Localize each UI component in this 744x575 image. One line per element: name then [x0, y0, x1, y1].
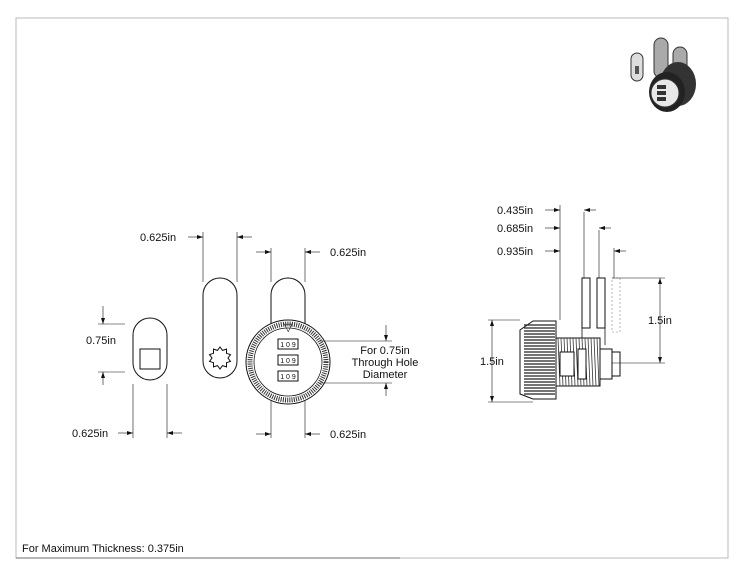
dial-top-width-label: 0.625in [330, 247, 366, 259]
through-hole-note-line2: Through Hole [352, 357, 419, 369]
through-hole-note-line1: For 0.75in [360, 345, 410, 357]
side-offset-3-label: 0.935in [497, 246, 533, 258]
star-cam-width-label: 0.625in [140, 232, 176, 244]
side-offset-dimensions: 0.435in 0.685in 0.935in [497, 205, 626, 320]
sheet-border [15, 17, 729, 559]
through-hole-note-line3: Diameter [363, 369, 408, 381]
square-cam-height-dimension: 0.75in [86, 306, 125, 385]
dial-top-width-dimension: 0.625in [256, 247, 366, 282]
star-hole-cam [202, 277, 238, 379]
square-cam-width-label: 0.625in [72, 428, 108, 440]
square-cam-width-dimension: 0.625in [72, 384, 182, 440]
side-offset-1-label: 0.435in [497, 205, 533, 217]
side-offset-2-label: 0.685in [497, 223, 533, 235]
combination-wheel-1[interactable]: 1 0 9 [280, 342, 296, 349]
side-body-height-label: 1.5in [480, 356, 504, 368]
lock-front-view: ▽ 1 0 9 1 0 9 1 0 9 [245, 277, 331, 405]
side-body-height-dimension: 1.5in [480, 319, 533, 403]
knurled-body [519, 320, 557, 400]
square-cam-height-label: 0.75in [86, 335, 116, 347]
side-cam-height-label: 1.5in [648, 315, 672, 327]
lock-side-view [519, 277, 621, 400]
product-thumbnail [630, 37, 696, 112]
dial-bottom-width-label: 0.625in [330, 429, 366, 441]
dial-indicator: ▽ [284, 322, 293, 334]
dial-bottom-width-dimension: 0.625in [256, 400, 366, 441]
star-cam-width-dimension: 0.625in [140, 232, 252, 282]
square-hole-cam [132, 317, 168, 381]
knurled-ring [247, 321, 329, 403]
side-cam-height-dimension: 1.5in [612, 277, 672, 364]
through-hole-dimension: For 0.75in Through Hole Diameter [320, 325, 418, 396]
combination-wheel-3[interactable]: 1 0 9 [280, 374, 296, 381]
max-thickness-note: For Maximum Thickness: 0.375in [22, 543, 184, 555]
knurl-lines [524, 324, 555, 395]
combination-wheel-2[interactable]: 1 0 9 [280, 358, 296, 365]
